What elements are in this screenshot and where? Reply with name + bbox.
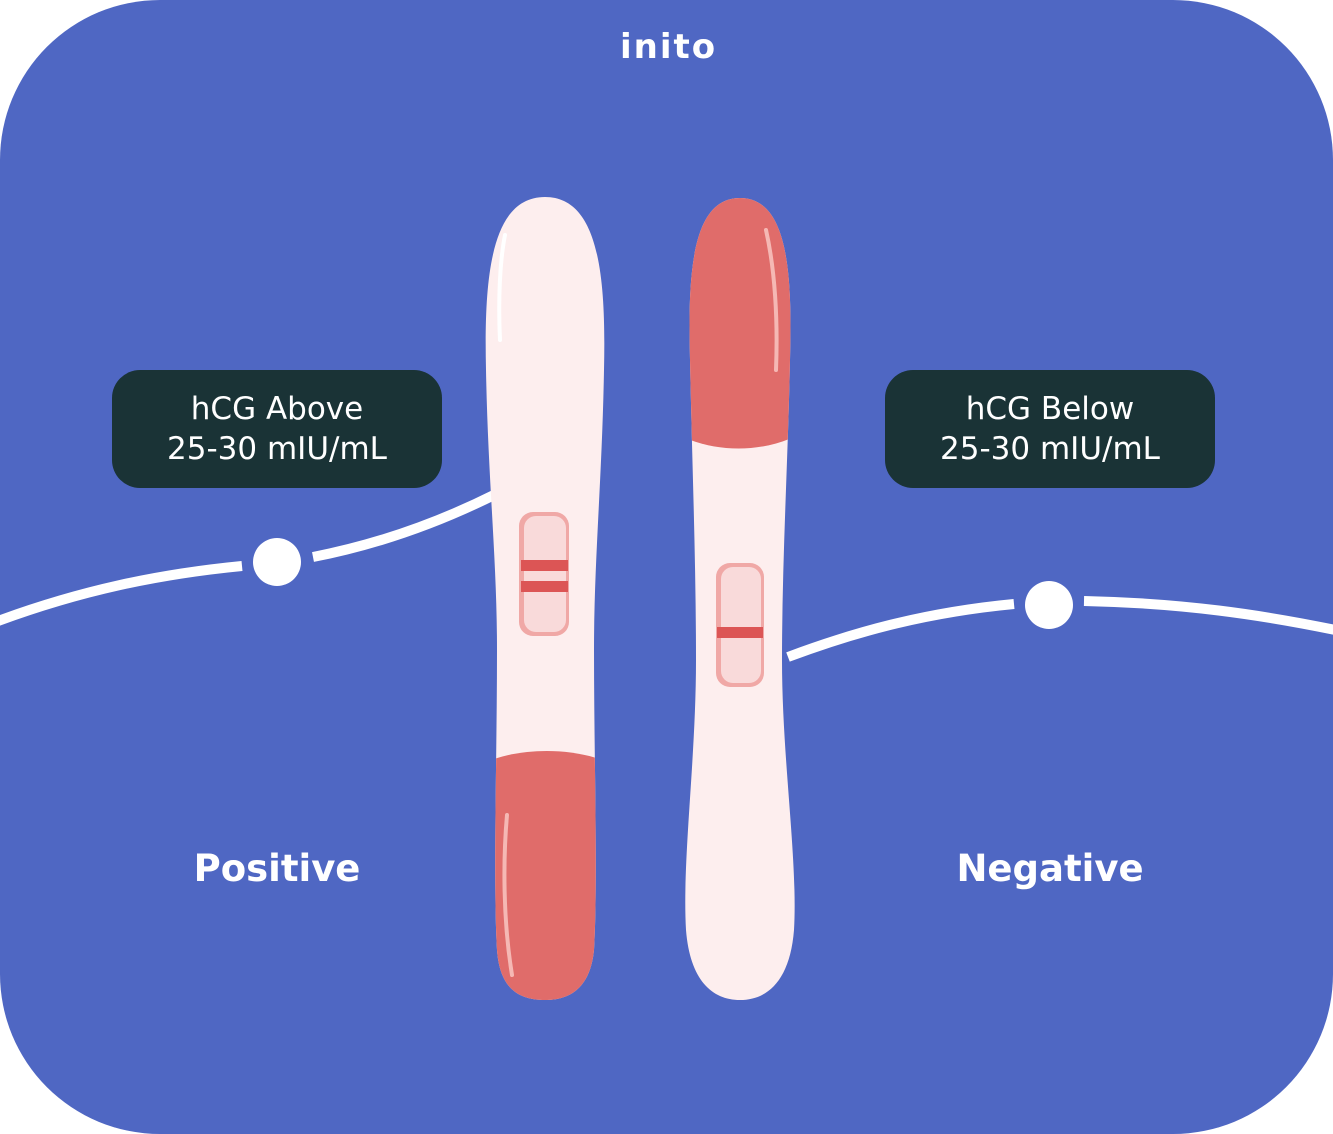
positive-result-label: Positive bbox=[193, 847, 361, 890]
left-connector-line-segment bbox=[312, 489, 499, 562]
positive-test-control-line bbox=[521, 560, 568, 571]
left-connector-line bbox=[0, 561, 243, 626]
positive-callout-line-1: hCG Above bbox=[190, 391, 364, 427]
positive-test-stick bbox=[485, 197, 605, 1000]
right-connector-line-segment bbox=[1083, 596, 1333, 635]
brand-name: inito bbox=[620, 27, 718, 67]
negative-test-stick bbox=[685, 198, 795, 1000]
negative-result-label: Negative bbox=[956, 847, 1144, 890]
positive-hcg-callout: hCG Above 25-30 mIU/mL bbox=[112, 370, 442, 488]
positive-test-cap bbox=[485, 751, 605, 1000]
positive-test-result-line bbox=[521, 581, 568, 592]
positive-callout-line-2: 25-30 mIU/mL bbox=[167, 431, 387, 467]
left-connector-dot bbox=[253, 538, 301, 586]
positive-test-cap-shine bbox=[502, 813, 514, 977]
negative-test-window-inner bbox=[721, 567, 761, 683]
positive-test-window-inner bbox=[524, 516, 566, 632]
negative-test-cap-shine bbox=[764, 228, 779, 372]
negative-callout-line-1: hCG Below bbox=[965, 391, 1135, 427]
right-connector-dot bbox=[1025, 581, 1073, 629]
brand-logo: inito bbox=[606, 22, 726, 72]
negative-hcg-callout: hCG Below 25-30 mIU/mL bbox=[885, 370, 1215, 488]
positive-test-body-shine bbox=[497, 233, 507, 342]
right-connector-line bbox=[786, 599, 1015, 662]
negative-callout-line-2: 25-30 mIU/mL bbox=[940, 431, 1160, 467]
negative-test-control-line bbox=[717, 627, 763, 638]
negative-test-cap bbox=[685, 198, 795, 449]
